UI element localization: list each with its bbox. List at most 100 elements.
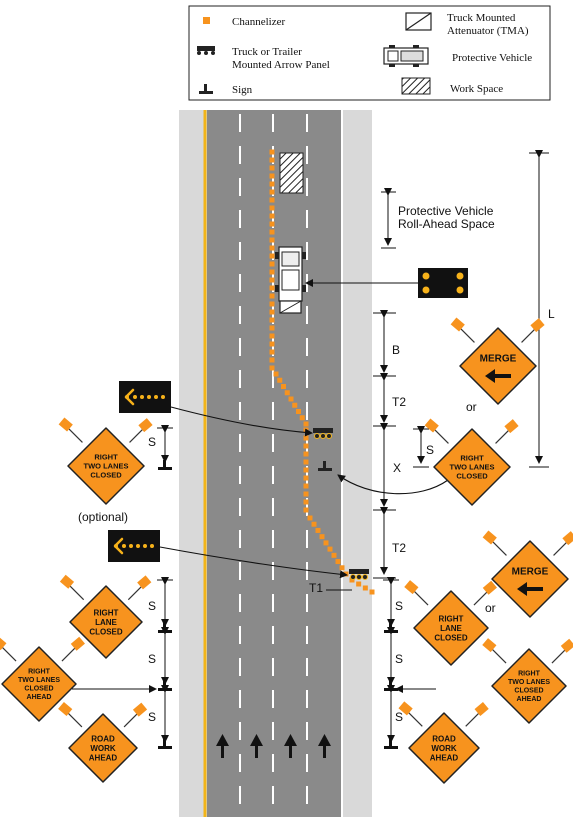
lane-arrow-icon [318,734,331,758]
channelizer [303,483,309,489]
legend-box [188,5,551,101]
sign-text-line: RIGHT [94,608,119,617]
channelizer [269,181,275,187]
sign-text-line: TWO LANES [450,463,495,472]
channelizer [303,421,309,427]
sign-text-line: RIGHT [460,454,484,463]
channelizer [269,325,275,331]
channelizer [269,317,275,323]
sign-post-icon [158,460,172,470]
left-shoulder [179,110,207,817]
channelizer [303,459,309,465]
optional-label: (optional) [78,510,128,524]
channelizer [335,559,341,565]
protective-vehicle [275,246,306,302]
channelizer [303,499,309,505]
sign-text-line: RIGHT [28,669,51,676]
right-shoulder [342,110,372,817]
channelizer [339,565,345,571]
flashing-lights-icon [418,268,468,298]
channelizer [269,197,275,203]
legend-arrow-panel-line1: Truck or Trailer [232,46,302,58]
channelizer [307,515,313,521]
channelizer [303,451,309,457]
channelizer [269,189,275,195]
channelizer [356,581,362,587]
sign-text-line: AHEAD [517,696,542,703]
channelizer [288,396,294,402]
dimension-labels: Protective Vehicle Roll-Ahead Space L B … [78,204,555,724]
dim-label-T1: T1 [309,581,323,595]
sign-post-icon [158,681,172,691]
legend-channelizer-label: Channelizer [232,16,285,28]
sign-merge-lower: MERGE [482,530,573,618]
callout-lines [72,279,449,693]
sign-text-line: CLOSED [90,471,122,480]
or-label-lower: or [485,601,496,615]
channelizer [269,205,275,211]
dim-label-S-right-2: S [395,652,403,666]
channelizer [327,546,333,552]
arrow-panel-upper [313,428,333,439]
sign-text-line: ROAD [91,734,115,743]
channelizer [269,229,275,235]
dim-label-S-left-3: S [148,710,156,724]
sign-text-line: LANE [95,618,117,627]
legend-arrow-panel-line2: Mounted Arrow Panel [232,59,330,71]
channelizer [362,585,368,591]
lane-arrow-icon [250,734,263,758]
channelizer [343,571,349,577]
roll-ahead-label-line1: Protective Vehicle [398,204,494,218]
work-space [279,152,304,194]
channelizer [323,540,329,546]
sign-post-icon [158,739,172,749]
channelizer [331,552,337,558]
sign-post-icon [384,739,398,749]
lane-arrow-icon [284,734,297,758]
channelizer [269,285,275,291]
sign-text-line: RIGHT [439,614,464,623]
channelizer [269,341,275,347]
sign-text-line: MERGE [512,567,549,578]
channelizer [269,237,275,243]
channelizer [269,301,275,307]
channelizer [269,309,275,315]
channelizer [315,527,321,533]
legend-sign-label: Sign [232,84,253,96]
sign-post-icon [318,461,332,471]
sign-legend-icon [199,84,213,94]
channelizer [277,377,283,383]
channelizer [269,165,275,171]
channelizer [273,371,279,377]
work-space-legend-icon [401,77,431,95]
flashing-lights-board [418,268,468,298]
dim-label-T2-lower: T2 [392,541,406,555]
channelizer [349,577,355,583]
channelizer [269,349,275,355]
legend-tma-line2: Attenuator (TMA) [447,25,529,37]
channelizer [269,157,275,163]
roadway [179,110,372,817]
sign-text-line: AHEAD [89,753,118,762]
dim-label-S-inner: S [426,443,434,457]
sign-text-line: RIGHT [94,453,118,462]
channelizer [269,357,275,363]
arrow-panel-lower [349,569,369,580]
channelizer [292,402,298,408]
channelizer-taper [269,149,375,595]
sign-text-line: AHEAD [27,694,52,701]
sign-text-line: TWO LANES [84,462,129,471]
lane-arrows [216,734,331,758]
arrow-board-upper [119,381,171,413]
channelizer [269,221,275,227]
roll-ahead-label-line2: Roll-Ahead Space [398,217,495,231]
channelizer [269,293,275,299]
sign-merge-upper: MERGE [450,317,545,405]
